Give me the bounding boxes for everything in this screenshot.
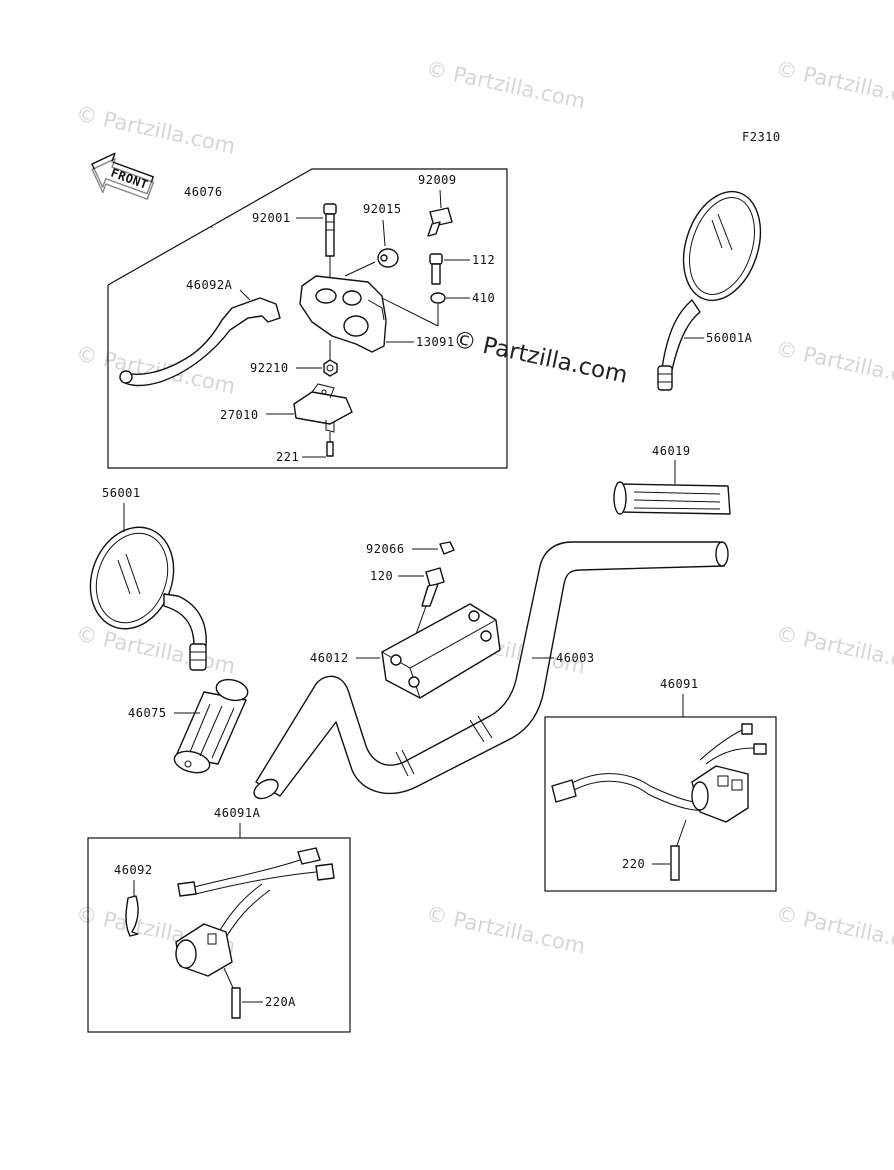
part-label: 46003 <box>556 651 595 665</box>
screw-221: 221 <box>276 432 334 464</box>
cap-92066: 92066 <box>366 541 455 556</box>
bolt-92001: 92001 <box>252 203 337 284</box>
handlebar-46003: 46003 <box>253 541 729 800</box>
part-label: 92001 <box>252 211 291 225</box>
part-label: 46092A <box>186 278 233 292</box>
part-label: 56001A <box>706 331 753 345</box>
watermark: © Partzilla.com <box>774 56 894 113</box>
part-label: 92066 <box>366 542 405 556</box>
watermark: © Partzilla.com <box>424 901 588 958</box>
watermark: © Partzilla.com <box>774 901 894 958</box>
lever-bracket-13091: 13091 <box>299 275 455 353</box>
part-label: 112 <box>472 253 495 267</box>
bolt-112: 112 <box>429 253 495 285</box>
part-label: 46075 <box>128 706 167 720</box>
part-label: 46076 <box>184 185 223 199</box>
screw-92009: 92009 <box>418 173 457 237</box>
part-label: 13091 <box>416 335 455 349</box>
part-label: 46019 <box>652 444 691 458</box>
switch-46091-box: 46091 220 <box>544 677 777 892</box>
figure-code: F2310 <box>742 130 781 144</box>
part-label: 220 <box>622 857 645 871</box>
mirror-56001: 56001 <box>89 486 207 671</box>
grip-46019: 46019 <box>613 444 731 515</box>
part-label: 46091A <box>214 806 261 820</box>
watermark: © Partzilla.com <box>774 621 894 678</box>
part-label: 46012 <box>310 651 349 665</box>
part-label: 92210 <box>250 361 289 375</box>
clutch-lever: 46092A <box>119 278 281 387</box>
watermark: © Partzilla.com <box>774 336 894 393</box>
grip-46075: 46075 <box>128 678 249 774</box>
adjuster-nut-92015: 92015 <box>344 202 402 277</box>
lever-assembly-box: 46076 <box>107 168 508 469</box>
part-label: 92015 <box>363 202 402 216</box>
part-label: 220A <box>265 995 296 1009</box>
part-label: 46091 <box>660 677 699 691</box>
part-label: 410 <box>472 291 495 305</box>
part-label: 27010 <box>220 408 259 422</box>
washer-410: 410 <box>377 291 495 327</box>
part-label: 120 <box>370 569 393 583</box>
watermark: © Partzilla.com <box>74 621 238 678</box>
switch-46091A-box: 46091A 46092 220A <box>87 806 351 1033</box>
handlebar-holder-46012: 46012 <box>310 603 501 699</box>
switch-27010: 27010 <box>220 383 353 433</box>
watermark: © Partzilla.com <box>74 101 238 158</box>
nut-92210: 92210 <box>250 340 338 377</box>
part-label: 221 <box>276 450 299 464</box>
mirror-56001A: 56001A <box>657 190 762 391</box>
part-label: 46092 <box>114 863 153 877</box>
watermark-center: © Partzilla.com <box>451 326 630 388</box>
part-label: 56001 <box>102 486 141 500</box>
front-arrow-icon: FRONT <box>91 152 155 200</box>
part-label: 92009 <box>418 173 457 187</box>
watermark: © Partzilla.com <box>424 56 588 113</box>
